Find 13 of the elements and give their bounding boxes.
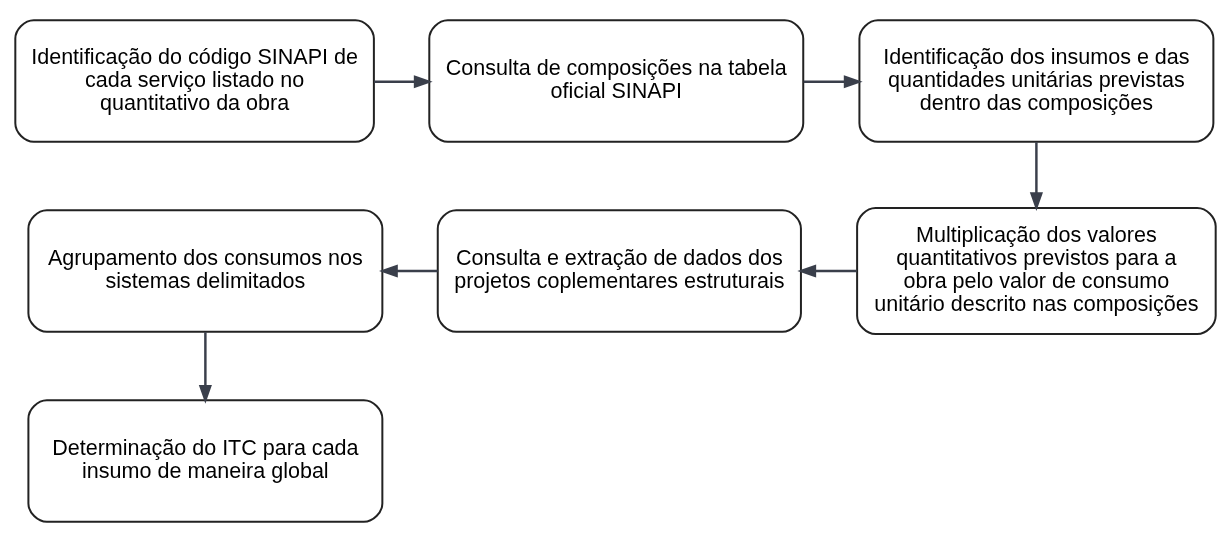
arrow xyxy=(1029,142,1043,212)
arrow xyxy=(803,75,863,89)
node-box: Identificação do código SINAPI de cada serviço listado no quantitativo da obra xyxy=(14,19,375,143)
arrow xyxy=(198,332,212,404)
node-box: Consulta de composições na tabela oficial SINAPI xyxy=(428,19,805,143)
arrow xyxy=(374,75,433,89)
node-box: Identificação dos insumos e das quantidades unitárias previstas dentro das composições xyxy=(858,19,1215,143)
node-box: Consulta e extração de dados dos projetos coplementares estruturais xyxy=(436,209,802,333)
arrow xyxy=(797,264,857,278)
node-box: Multiplicação dos valores quantitativos previstos para a obra pelo valor de consumo unitário descrito nas composições xyxy=(856,206,1217,336)
node-box: Determinação do ITC para cada insumo de maneira global xyxy=(27,399,384,523)
arrow xyxy=(379,264,438,278)
node-box: Agrupamento dos consumos nos sistemas delimitados xyxy=(27,209,384,333)
